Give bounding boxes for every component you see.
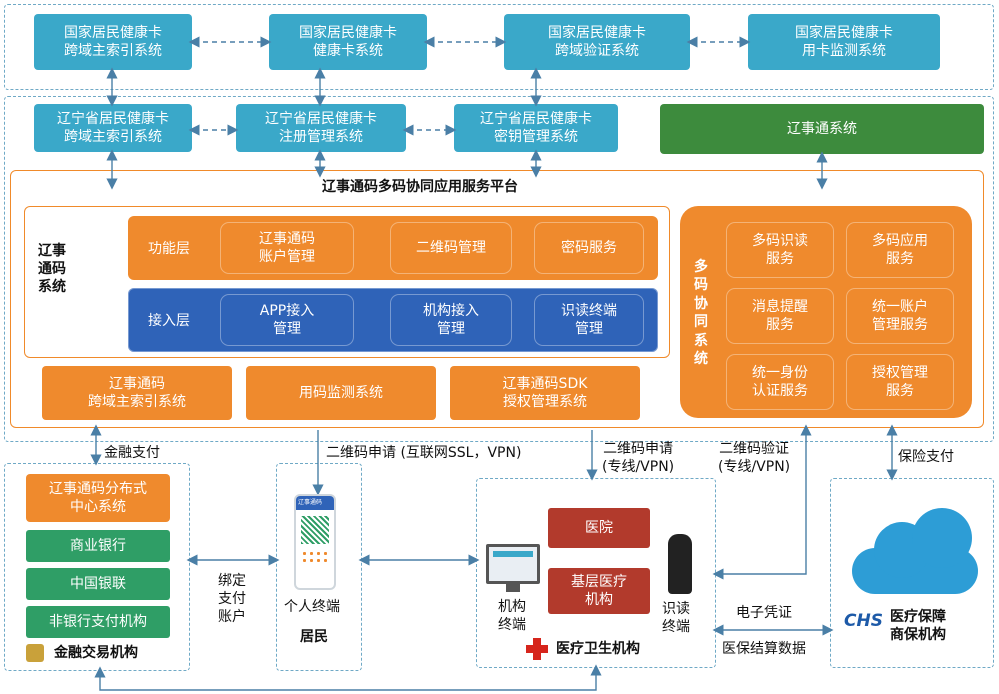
finance-pay-label: 金融支付 (104, 445, 160, 461)
message-reminder-service: 消息提醒 服务 (726, 288, 834, 344)
scanner-icon (668, 534, 692, 594)
app-access-management: APP接入 管理 (220, 294, 354, 346)
china-unionpay: 中国银联 (26, 568, 170, 600)
qr-apply-internet-label: 二维码申请 (互联网SSL，VPN) (326, 445, 522, 461)
multi-code-label: 多 码 协 同 系 统 (694, 259, 708, 368)
national-cross-domain-verify: 国家居民健康卡 跨域验证系统 (504, 14, 690, 70)
unified-identity-service: 统一身份 认证服务 (726, 354, 834, 410)
phone-title: 辽事通码 (298, 499, 323, 506)
platform-title: 辽事通码多码协同应用服务平台 (322, 179, 518, 195)
code-cross-domain-index: 辽事通码 跨域主索引系统 (42, 366, 232, 420)
resident-label: 居民 (300, 629, 328, 645)
hospital: 医院 (548, 508, 650, 548)
provincial-cross-domain-index: 辽宁省居民健康卡 跨域主索引系统 (34, 104, 192, 152)
code-usage-monitor: 用码监测系统 (246, 366, 436, 420)
qr-code-management: 二维码管理 (390, 222, 512, 274)
reader-terminal-management: 识读终端 管理 (534, 294, 644, 346)
insurance-label: 医疗保障 商保机构 (890, 609, 946, 644)
phone-buttons-icon (301, 550, 329, 564)
finance-label: 金融交易机构 (54, 645, 138, 661)
provincial-key-management: 辽宁省居民健康卡 密钥管理系统 (454, 104, 618, 152)
provincial-registration: 辽宁省居民健康卡 注册管理系统 (236, 104, 406, 152)
account-management: 辽事通码 账户管理 (220, 222, 354, 274)
multi-code-application-service: 多码应用 服务 (846, 222, 954, 278)
personal-terminal-label: 个人终端 (284, 599, 340, 615)
insurance-region (830, 478, 994, 668)
sdk-authorization-management: 辽事通码SDK 授权管理系统 (450, 366, 640, 420)
monitor-icon (486, 544, 540, 584)
non-bank-payment: 非银行支付机构 (26, 606, 170, 638)
phone-header: 辽事通码 (296, 496, 334, 510)
primary-care: 基层医疗 机构 (548, 568, 650, 614)
monitor-stand-icon (506, 584, 520, 592)
insurance-pay-label: 保险支付 (898, 449, 954, 465)
code-system-label: 辽事 通码 系统 (38, 243, 66, 296)
qr-code-icon (301, 516, 329, 544)
org-access-management: 机构接入 管理 (390, 294, 512, 346)
password-service: 密码服务 (534, 222, 644, 274)
distributed-center-system: 辽事通码分布式 中心系统 (26, 474, 170, 522)
finance-logo-icon (26, 644, 44, 662)
access-layer-label: 接入层 (148, 313, 190, 329)
red-cross-icon (526, 638, 548, 660)
platform-container (10, 170, 984, 428)
chs-logo: CHS (844, 611, 883, 631)
qr-verify-label: 二维码验证 (专线/VPN) (718, 441, 791, 476)
authorization-management-service: 授权管理 服务 (846, 354, 954, 410)
multi-code-reading-service: 多码识读 服务 (726, 222, 834, 278)
medical-label: 医疗卫生机构 (556, 641, 640, 657)
e-voucher-label: 电子凭证 (736, 605, 792, 621)
liaoshitong-system: 辽事通系统 (660, 104, 984, 154)
phone-icon: 辽事通码 (294, 494, 336, 590)
national-card-monitor: 国家居民健康卡 用卡监测系统 (748, 14, 940, 70)
commercial-bank: 商业银行 (26, 530, 170, 562)
bind-account-label: 绑定 支付 账户 (218, 573, 246, 626)
reader-terminal-label: 识读 终端 (662, 601, 690, 636)
org-terminal-label: 机构 终端 (498, 599, 526, 634)
national-health-card-system: 国家居民健康卡 健康卡系统 (269, 14, 427, 70)
cloud-icon (852, 508, 978, 594)
function-layer-label: 功能层 (148, 241, 190, 257)
national-region (4, 4, 994, 90)
unified-account-service: 统一账户 管理服务 (846, 288, 954, 344)
national-cross-domain-index: 国家居民健康卡 跨域主索引系统 (34, 14, 192, 70)
qr-apply-private-label: 二维码申请 (专线/VPN) (602, 441, 675, 476)
code-system-block (24, 206, 670, 358)
provincial-region (4, 96, 994, 442)
settlement-label: 医保结算数据 (722, 641, 806, 657)
